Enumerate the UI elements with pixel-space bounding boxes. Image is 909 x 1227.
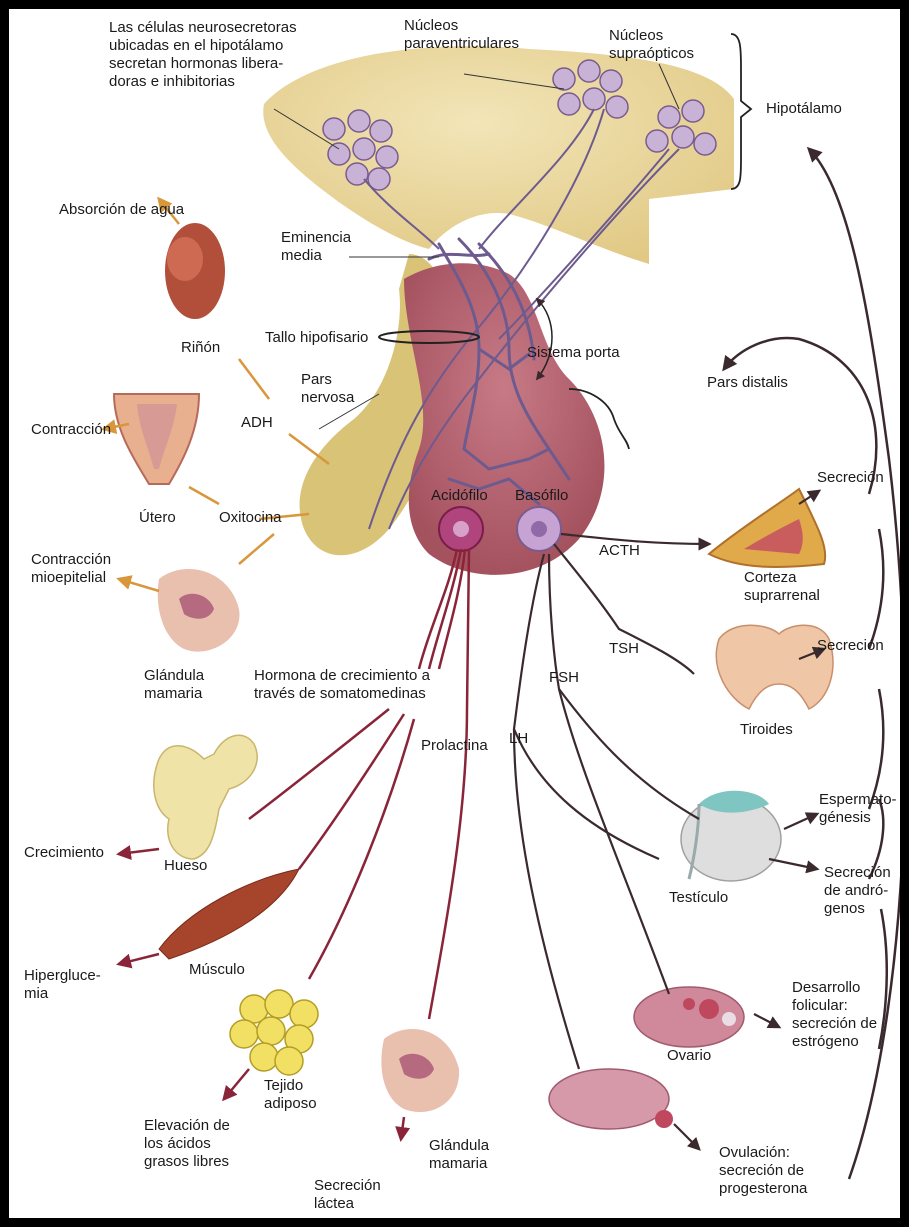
adipose-label: Tejido adiposo — [264, 1077, 317, 1113]
acth-label: ACTH — [599, 542, 640, 560]
growth-label: Crecimiento — [24, 844, 104, 862]
diagram-artwork — [9, 9, 900, 1218]
paraventricular-label: Núcleos paraventriculares — [404, 17, 544, 53]
adipose-organ — [230, 990, 318, 1075]
androgen-secretion-label: Secreción de andró- genos — [824, 864, 891, 918]
testis-label: Testículo — [669, 889, 728, 907]
prolactin-label: Prolactina — [421, 737, 488, 755]
lh-label: LH — [509, 730, 528, 748]
tsh-label: TSH — [609, 640, 639, 658]
supraoptic-label: Núcleos supraópticos — [609, 27, 719, 63]
follicular-label: Desarrollo folicular: secreción de estró… — [792, 979, 877, 1051]
adrenal-cortex-organ — [709, 489, 825, 567]
median-eminence-label: Eminencia media — [281, 229, 351, 265]
kidney-label: Riñón — [181, 339, 220, 357]
acidophil-label: Acidófilo — [431, 487, 488, 505]
growth-hormone-label: Hormona de crecimiento a través de somat… — [254, 667, 484, 703]
thyroid-secretion-label: Secreción — [817, 637, 884, 655]
pars-nervosa-label: Pars nervosa — [301, 371, 354, 407]
mammary-gland-bottom-label: Glándula mamaria — [429, 1137, 489, 1173]
muscle-label: Músculo — [189, 961, 245, 979]
basophil-label: Basófilo — [515, 487, 568, 505]
ovulation-label: Ovulación: secreción de progesterona — [719, 1144, 807, 1198]
muscle-organ — [159, 869, 299, 959]
contraction-label: Contracción — [31, 421, 111, 439]
oxytocin-label: Oxitocina — [219, 509, 282, 527]
fatty-acids-label: Elevación de los ácidos grasos libres — [144, 1117, 230, 1171]
adrenal-secretion-label: Secreción — [817, 469, 884, 487]
pars-distalis-label: Pars distalis — [707, 374, 788, 392]
water-absorption-label: Absorción de agua — [59, 201, 184, 219]
bone-organ — [154, 735, 257, 859]
fsh-label: FSH — [549, 669, 579, 687]
stalk-label: Tallo hipofisario — [265, 329, 368, 347]
bone-label: Hueso — [164, 857, 207, 875]
hyperglycemia-label: Hiperglucе- mia — [24, 967, 101, 1003]
milk-secretion-label: Secreción láctea — [314, 1177, 381, 1213]
neurosecretory-label: Las células neurosecretoras ubicadas en … — [109, 19, 329, 91]
spermatogenesis-label: Espermato- génesis — [819, 791, 897, 827]
adrenal-cortex-label: Corteza suprarrenal — [744, 569, 820, 605]
thyroid-organ — [716, 625, 833, 709]
uterus-label: Útero — [139, 509, 176, 527]
portal-system-label: Sistema porta — [527, 344, 620, 362]
thyroid-label: Tiroides — [740, 721, 793, 739]
hypothalamus-label: Hipotálamo — [766, 100, 842, 118]
pituitary-diagram: Las células neurosecretoras ubicadas en … — [9, 9, 900, 1218]
ovulating-ovary-organ — [549, 1069, 669, 1129]
mammary-gland-top-label: Glándula mamaria — [144, 667, 204, 703]
myoepithelial-label: Contracción mioepitelial — [31, 551, 111, 587]
adh-label: ADH — [241, 414, 273, 432]
ovary-label: Ovario — [667, 1047, 711, 1065]
